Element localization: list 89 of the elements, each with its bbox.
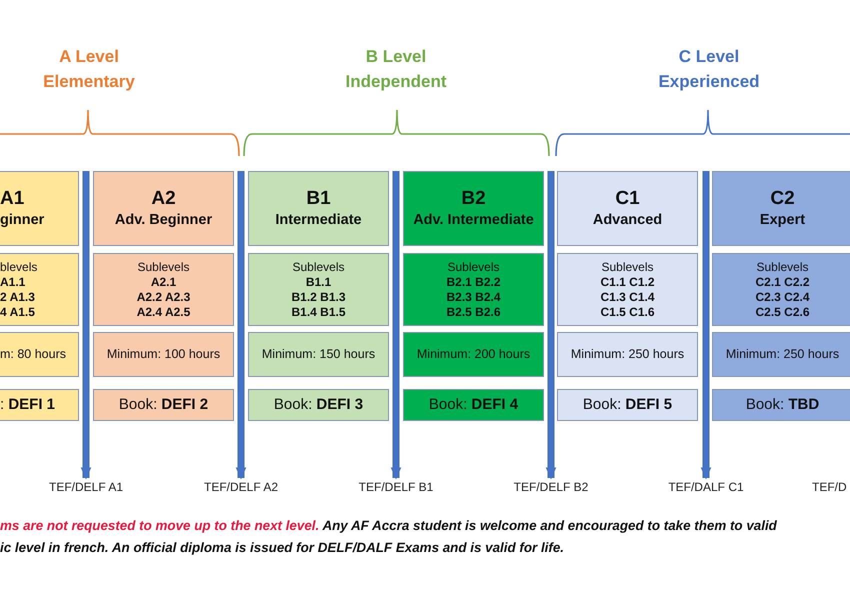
book-text: Book: DEFI 3 — [274, 396, 364, 414]
book-box — [248, 389, 389, 421]
exam-label: TEF/D — [812, 480, 847, 494]
sublevel-list: B1.2 B1.3 — [291, 290, 346, 304]
level-box — [557, 171, 698, 246]
hours-text: m: 80 hours — [0, 346, 66, 362]
hours-box — [712, 332, 850, 377]
arrow — [80, 171, 92, 480]
level-name: Advanced — [592, 211, 662, 230]
level-code: C1 — [615, 186, 640, 211]
hours-box — [403, 332, 544, 377]
hours-text: Minimum: 100 hours — [106, 346, 220, 362]
hours-box — [557, 332, 698, 377]
sublevel-list: C1.1 C1.2 — [600, 274, 655, 290]
sublevel-list: A2.4 A2.5 — [136, 304, 190, 320]
level-box — [712, 171, 850, 246]
book-text: Book: DEFI 4 — [428, 396, 518, 414]
sublevels-box — [93, 253, 234, 326]
exam-label: TEF/DELF B1 — [358, 480, 434, 494]
sublevels-heading: Sublevels — [601, 260, 654, 274]
sublevel-list: C2.3 C2.4 — [755, 290, 810, 304]
hours-text: Minimum: 150 hours — [262, 346, 376, 362]
book-box — [0, 389, 79, 421]
notice-text: ic level in french. An official diploma is issued for DELF/DALF Exams and is valid for life. — [0, 540, 564, 555]
sublevels-box — [0, 253, 79, 326]
arrow — [236, 171, 246, 480]
sublevel-list: A2.1 — [150, 274, 176, 290]
book-text: Book: DEFI 5 — [582, 396, 672, 414]
book-box — [712, 389, 850, 421]
hours-box — [248, 332, 389, 377]
book-text: Book: DEFI 2 — [118, 396, 208, 414]
book-text: : DEFI 1 — [0, 396, 56, 414]
level-code: B2 — [461, 186, 486, 211]
book-box — [557, 389, 698, 421]
sublevels-heading: Sublevels — [292, 260, 345, 274]
sublevels-heading: Sublevels — [447, 260, 500, 274]
level-name: Expert — [760, 211, 806, 230]
sublevels-box — [248, 253, 389, 326]
hours-text: Minimum: 250 hours — [570, 346, 684, 362]
level-group-heading: A Level Elementary — [42, 46, 136, 93]
sublevel-list: B2.1 B2.2 — [446, 274, 501, 290]
level-box — [403, 171, 544, 246]
sublevel-list: C1.3 C1.4 — [600, 290, 655, 304]
sublevel-list: A2.2 A2.3 — [136, 290, 190, 304]
sublevel-list: B2.5 B2.6 — [446, 304, 501, 320]
book-box — [93, 389, 234, 421]
sublevel-list: 2 A1.3 — [0, 290, 35, 304]
exam-label: TEF/DALF C1 — [668, 480, 744, 494]
level-code: A1 — [0, 186, 24, 211]
sublevel-list: B1.4 B1.5 — [291, 304, 346, 320]
sublevel-list: A1.1 — [0, 274, 26, 290]
hours-box — [93, 332, 234, 377]
hours-text: Minimum: 200 hours — [416, 346, 530, 362]
sublevels-heading: Sublevels — [137, 260, 190, 274]
exam-label: TEF/DELF B2 — [514, 480, 588, 494]
level-code: A2 — [151, 186, 176, 211]
sublevel-list: 4 A1.5 — [0, 304, 35, 320]
level-box — [0, 171, 79, 246]
sublevel-list: B1.1 — [306, 274, 332, 290]
sublevels-heading: blevels — [0, 260, 38, 274]
sublevels-box — [557, 253, 698, 326]
sublevels-heading: Sublevels — [756, 260, 809, 274]
level-code: C2 — [770, 186, 795, 211]
sublevel-list: C1.5 C1.6 — [600, 304, 655, 320]
sublevels-box — [403, 253, 544, 326]
notice-text: ms are not requested to move up to the next level. — [0, 518, 320, 533]
level-name: ginner — [0, 211, 44, 230]
exam-label: TEF/DELF A1 — [48, 480, 124, 494]
level-box — [93, 171, 234, 246]
sublevel-list: B2.3 B2.4 — [446, 290, 501, 304]
level-group-heading: B Level Independent — [344, 46, 448, 93]
arrow — [546, 171, 556, 480]
book-text: Book: TBD — [746, 396, 820, 414]
arrow — [700, 171, 712, 480]
book-box — [403, 389, 544, 421]
level-code: B1 — [306, 186, 331, 211]
exam-label: TEF/DELF A2 — [204, 480, 278, 494]
hours-box — [0, 332, 79, 377]
level-name: Adv. Beginner — [114, 211, 212, 230]
level-box — [248, 171, 389, 246]
arrow — [390, 171, 402, 480]
sublevel-list: C2.1 C2.2 — [755, 274, 810, 290]
level-group-heading: C Level Experienced — [657, 46, 761, 93]
sublevel-list: C2.5 C2.6 — [755, 304, 810, 320]
notice-text: Any AF Accra student is welcome and encouraged to take them to valid — [322, 518, 777, 533]
level-name: Intermediate — [275, 211, 362, 230]
level-name: Adv. Intermediate — [413, 211, 534, 230]
hours-text: Minimum: 250 hours — [726, 346, 840, 362]
sublevels-box — [712, 253, 850, 326]
